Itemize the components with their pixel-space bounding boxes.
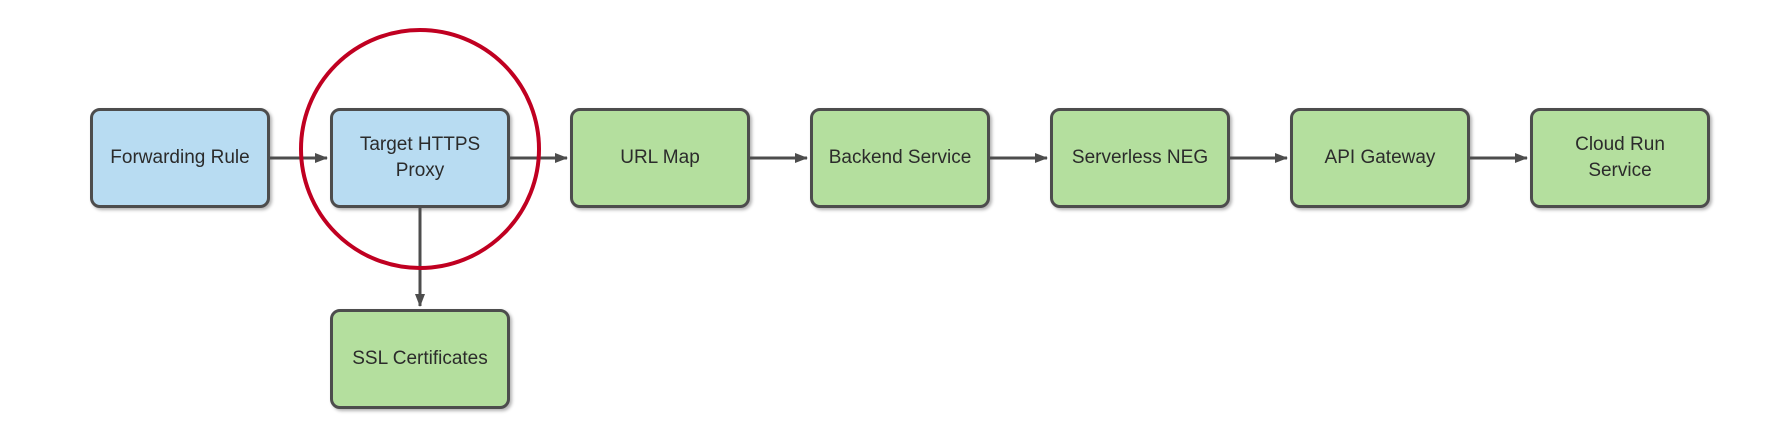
node-label: Serverless NEG — [1071, 147, 1209, 169]
node-forwarding-rule: Forwarding Rule — [90, 108, 270, 208]
node-backend-service: Backend Service — [810, 108, 990, 208]
node-label: Cloud Run Service — [1575, 134, 1665, 181]
node-label: SSL Certificates — [352, 348, 488, 370]
node-serverless-neg: Serverless NEG — [1050, 108, 1230, 208]
node-label: Target HTTPS Proxy — [359, 134, 481, 181]
node-ssl-certificates: SSL Certificates — [330, 309, 510, 409]
node-label: Forwarding Rule — [110, 147, 250, 169]
node-target-https-proxy: Target HTTPS Proxy — [330, 108, 510, 208]
node-label: URL Map — [620, 147, 700, 169]
node-api-gateway: API Gateway — [1290, 108, 1470, 208]
node-cloud-run-service: Cloud Run Service — [1530, 108, 1710, 208]
node-label: API Gateway — [1324, 147, 1436, 169]
node-label: Backend Service — [828, 147, 972, 169]
node-url-map: URL Map — [570, 108, 750, 208]
